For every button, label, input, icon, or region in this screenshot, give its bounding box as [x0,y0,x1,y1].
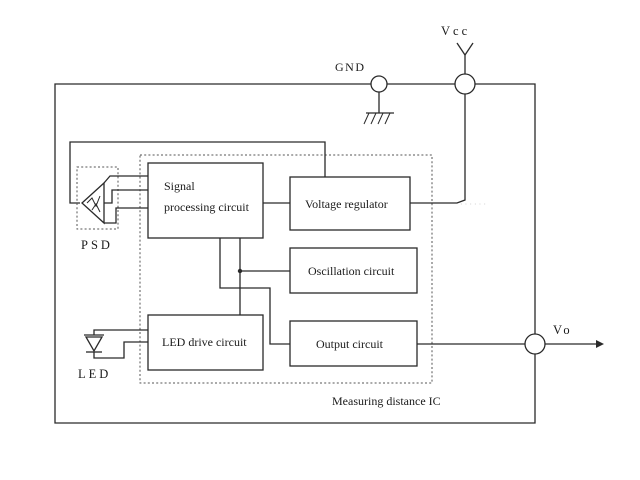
led-drive-label: LED drive circuit [162,335,247,349]
psd-to-signal-wire-1 [103,175,148,184]
led-cathode-wire [93,341,148,359]
vo-arrow-icon [596,340,604,348]
gnd-label: GND [335,60,366,74]
gnd-terminal [370,75,388,93]
output-label: Output circuit [316,337,384,351]
ic-boundary [139,154,433,384]
vcc-label: Vcc [441,24,470,38]
led-label: LED [78,367,111,381]
ic-label: Measuring distance IC [332,394,441,408]
output-block [289,320,418,367]
led-drive-block [147,314,264,371]
led-diode-icon [84,334,104,353]
vcc-terminal [454,73,476,95]
psd-to-signal-wire-3 [104,207,148,224]
vo-terminal [524,333,546,355]
oscillation-block [289,247,418,294]
signal-processing-label-line2: processing circuit [164,200,250,214]
oscillation-label: Oscillation circuit [308,264,395,278]
vcc-antenna-icon [456,42,474,74]
regulator-to-psd-loop [69,141,326,204]
module-outline [54,83,536,424]
vo-label: Vo [553,323,573,337]
vcc-to-regulator-wire [410,94,466,204]
psd-to-signal-wire-2 [104,189,148,204]
psd-dashed-box [76,166,119,230]
led-anode-wire [93,329,148,335]
voltage-regulator-label: Voltage regulator [305,197,388,211]
signal-processing-block [147,162,264,239]
signal-processing-label-line1: Signal [164,179,195,193]
ground-symbol-icon [363,112,394,125]
psd-label: PSD [81,238,113,252]
psd-sensor-icon [81,181,105,225]
voltage-regulator-block [289,176,411,231]
faint-annotation: · · · · · · [460,200,486,209]
signal-to-output-wire [219,238,290,345]
junction-dot [237,268,243,274]
